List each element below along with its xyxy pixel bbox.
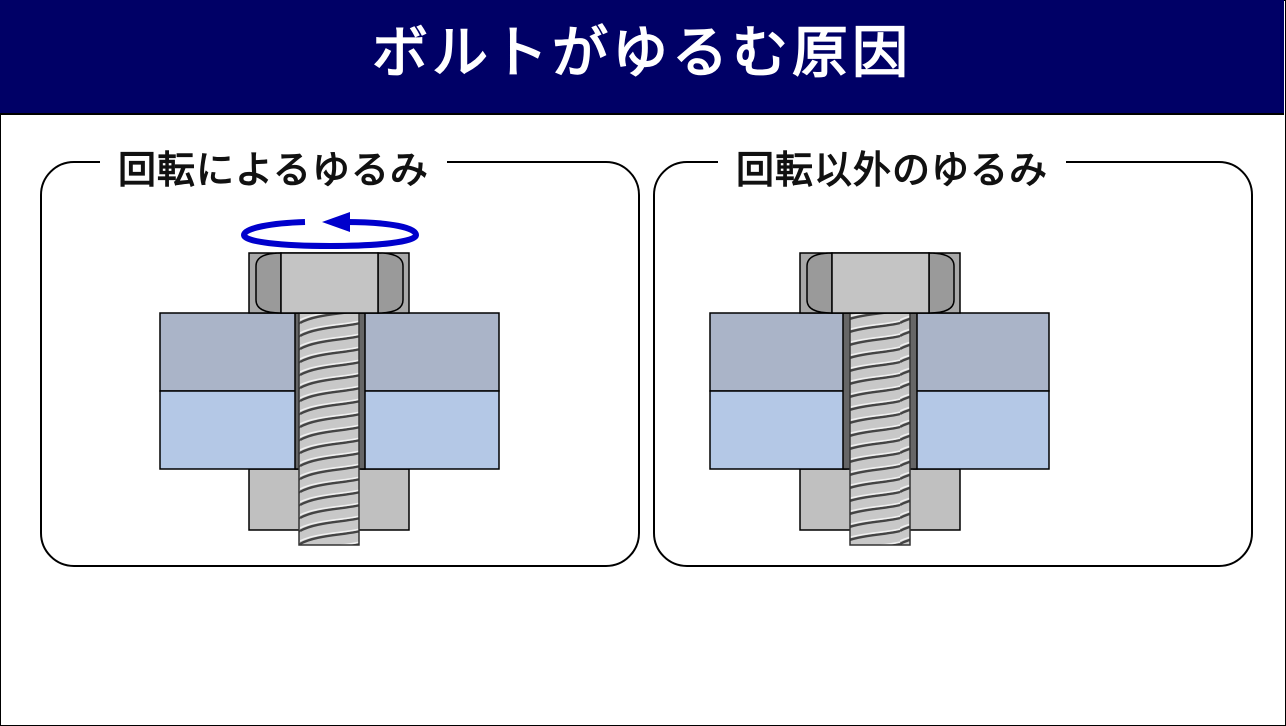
upper-plate-right [361,312,500,392]
upper-plate-right [913,312,1050,392]
bolt-head [248,252,410,314]
title-bar: ボルトがゆるむ原因 [0,0,1284,115]
bolt-head [799,252,961,314]
bolt-shank [298,312,360,546]
panel-label-non-rotational: 回転以外のゆるみ [718,144,1067,196]
upper-plate-left [159,312,299,392]
bolt-shank [849,312,911,546]
panel-label-rotational: 回転によるゆるみ [100,144,447,196]
left-bolt-assembly [159,212,500,546]
lower-plate-left [159,390,299,470]
lower-plate-right [361,390,500,470]
lower-plate-right [913,390,1050,470]
rotation-arrow-icon [240,212,420,250]
page-title: ボルトがゆるむ原因 [372,21,912,86]
upper-plate-left [709,312,847,392]
lower-plate-left [709,390,847,470]
right-bolt-assembly [709,252,1050,546]
